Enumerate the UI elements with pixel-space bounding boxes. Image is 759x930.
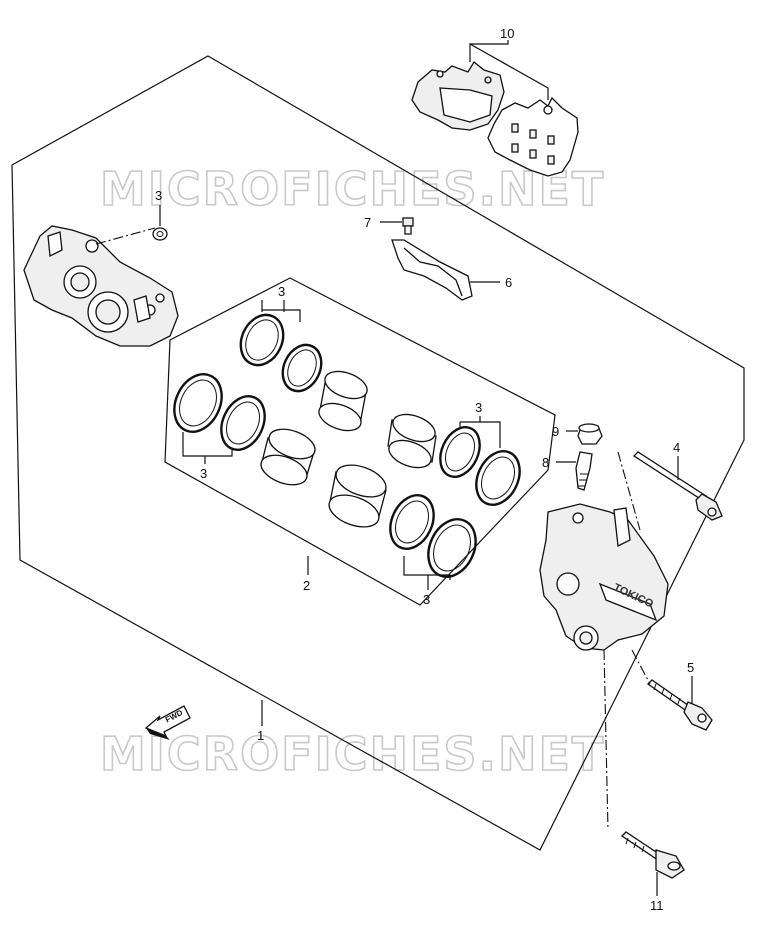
leader-pin-dash	[617, 451, 641, 531]
leader-left-caliper	[95, 227, 156, 245]
leader-3-bottom	[403, 556, 451, 590]
callout-8: 8	[542, 455, 549, 470]
leader-3-right	[459, 416, 501, 448]
assembly-outline	[11, 55, 745, 851]
bolt-11	[620, 831, 685, 879]
callout-3-bottom: 3	[423, 592, 430, 607]
seal-kit-outline	[164, 277, 556, 606]
pistons	[260, 370, 437, 528]
o-ring-left	[152, 227, 168, 241]
callout-10: 10	[500, 26, 514, 41]
caliper-right-half: TOKICO	[539, 503, 669, 651]
callout-3-lower-left: 3	[200, 466, 207, 481]
callout-2: 2	[303, 578, 310, 593]
callout-3-right: 3	[475, 400, 482, 415]
leader-11-dash	[603, 649, 609, 831]
watermark-bottom: MICROFICHES.NET	[100, 727, 605, 781]
leader-5-dash	[631, 649, 651, 685]
callout-3-upper: 3	[278, 284, 285, 299]
callout-4: 4	[673, 440, 680, 455]
callout-6: 6	[505, 275, 512, 290]
seal-rings	[173, 313, 521, 578]
callout-7: 7	[364, 215, 371, 230]
callout-3-left: 3	[155, 188, 162, 203]
callout-11: 11	[650, 898, 664, 913]
leader-3-upper	[261, 300, 301, 322]
leader-3-lower-left	[182, 432, 233, 464]
pad-pin	[632, 451, 723, 521]
callout-1: 1	[257, 728, 264, 743]
caliper-left-half	[23, 225, 179, 347]
bolt-7	[402, 217, 414, 235]
watermark-group: MICROFICHES.NET MICROFICHES.NET	[99, 161, 605, 782]
leader-10	[469, 40, 549, 100]
watermark-top: MICROFICHES.NET	[100, 162, 605, 216]
brake-pads	[411, 61, 579, 177]
callout-5: 5	[687, 660, 694, 675]
bleeder-valve	[575, 451, 593, 491]
bleeder-cap	[577, 423, 603, 445]
pad-spring	[391, 239, 473, 301]
callout-9: 9	[552, 424, 559, 439]
bolt-5	[646, 679, 713, 731]
